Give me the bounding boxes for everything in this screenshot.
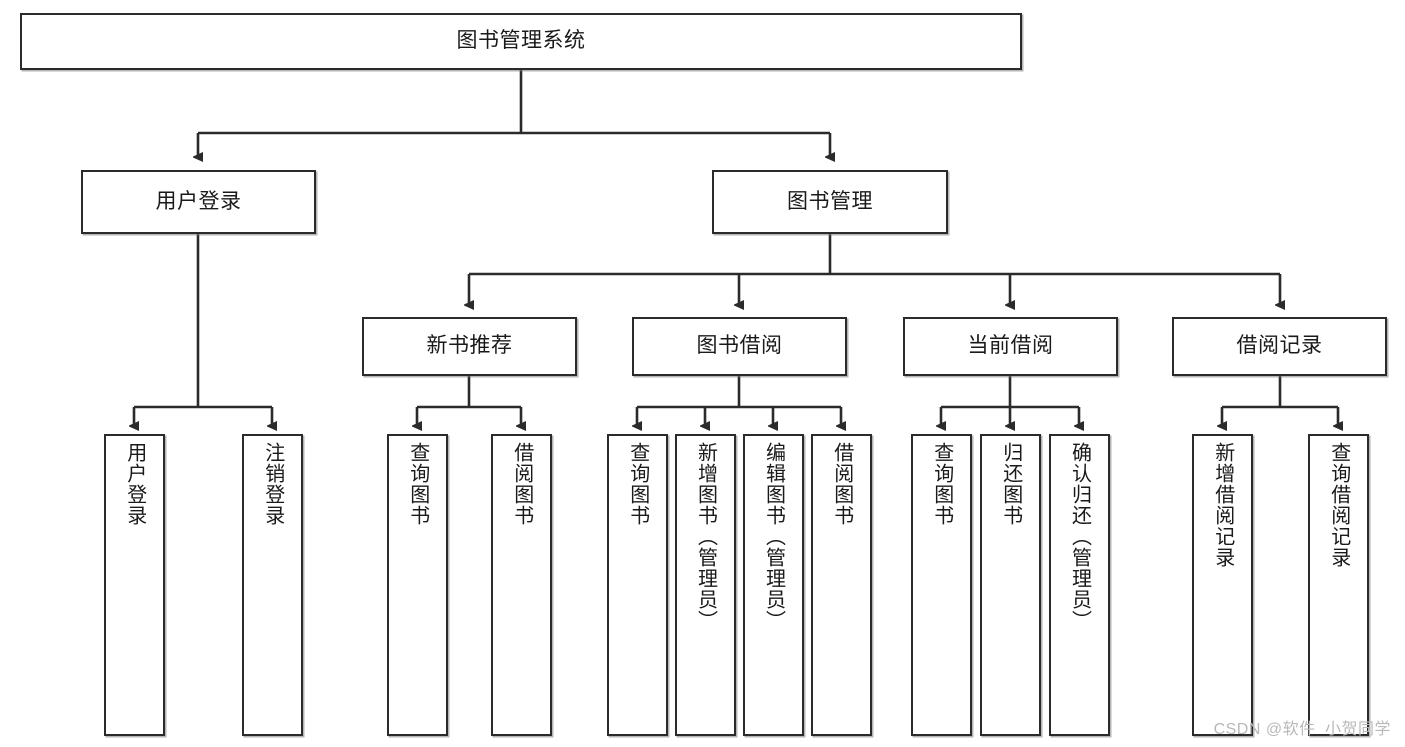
node-label: 注销登录 <box>261 442 284 526</box>
watermark: CSDN @软件_小贺同学 <box>1213 721 1391 738</box>
leaf-current-confirm-return-admin[interactable]: 确认归还（管理员） <box>1049 434 1110 736</box>
leaf-borrow-add-book-admin[interactable]: 新增图书（管理员） <box>675 434 736 736</box>
node-label: 用户登录 <box>155 189 242 213</box>
node-label: 用户登录 <box>123 442 146 526</box>
node-label: 借阅图书 <box>830 442 853 526</box>
leaf-record-query-record[interactable]: 查询借阅记录 <box>1308 434 1369 736</box>
node-label: 查询借阅记录 <box>1327 442 1350 568</box>
leaf-current-query-book[interactable]: 查询图书 <box>911 434 972 736</box>
leaf-recommend-query-book[interactable]: 查询图书 <box>387 434 448 736</box>
leaf-user-login[interactable]: 用户登录 <box>104 434 165 736</box>
node-label: 查询图书 <box>930 442 953 526</box>
node-label: 图书借阅 <box>696 334 783 358</box>
node-label: 查询图书 <box>626 442 649 526</box>
leaf-record-add-record[interactable]: 新增借阅记录 <box>1192 434 1253 736</box>
node-label: 新书推荐 <box>426 334 513 358</box>
node-label: 图书管理系统 <box>456 29 586 53</box>
leaf-current-return-book[interactable]: 归还图书 <box>980 434 1041 736</box>
node-label: 新增借阅记录 <box>1211 442 1234 568</box>
node-user-login[interactable]: 用户登录 <box>81 170 316 234</box>
node-label: 图书管理 <box>787 189 873 213</box>
node-label: 编辑图书（管理员） <box>762 442 785 631</box>
leaf-borrow-edit-book-admin[interactable]: 编辑图书（管理员） <box>743 434 804 736</box>
leaf-borrow-borrow-book[interactable]: 借阅图书 <box>811 434 872 736</box>
node-book-management[interactable]: 图书管理 <box>712 170 948 234</box>
node-label: 确认归还（管理员） <box>1068 442 1091 631</box>
node-borrow-record[interactable]: 借阅记录 <box>1172 317 1387 376</box>
node-label: 当前借阅 <box>967 334 1054 358</box>
leaf-recommend-borrow-book[interactable]: 借阅图书 <box>491 434 552 736</box>
node-label: 借阅图书 <box>510 442 533 526</box>
node-current-borrow[interactable]: 当前借阅 <box>903 317 1118 376</box>
node-root-system[interactable]: 图书管理系统 <box>20 13 1022 70</box>
node-label: 归还图书 <box>999 442 1022 526</box>
leaf-user-logout[interactable]: 注销登录 <box>242 434 303 736</box>
node-label: 新增图书（管理员） <box>694 442 717 631</box>
leaf-borrow-query-book[interactable]: 查询图书 <box>607 434 668 736</box>
node-label: 借阅记录 <box>1236 334 1323 358</box>
node-new-book-recommend[interactable]: 新书推荐 <box>362 317 577 376</box>
node-label: 查询图书 <box>406 442 429 526</box>
node-book-borrow[interactable]: 图书借阅 <box>632 317 847 376</box>
